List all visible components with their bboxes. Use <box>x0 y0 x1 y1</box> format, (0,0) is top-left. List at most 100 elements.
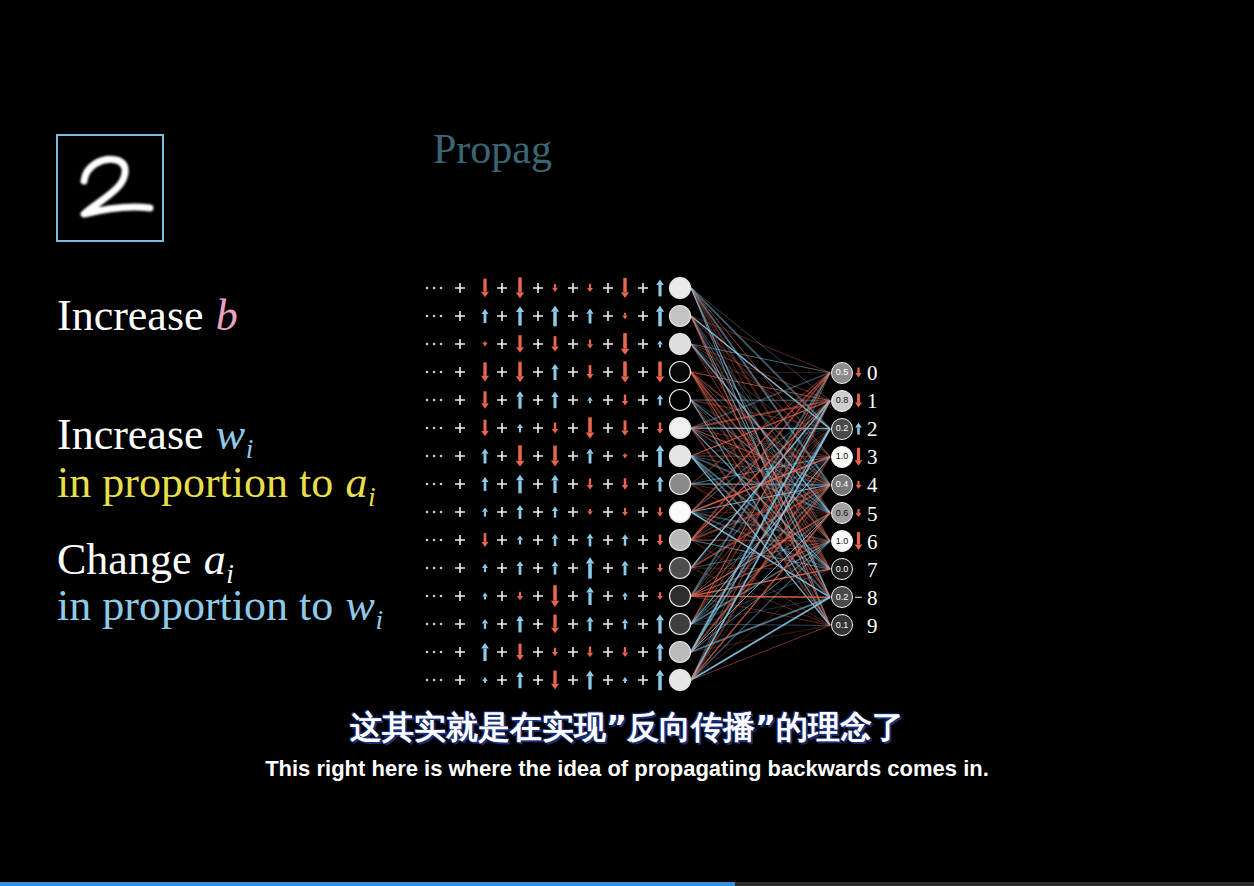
weight-line <box>691 485 830 680</box>
nudge-arrow-head <box>657 429 663 434</box>
nudge-arrow-head <box>586 557 594 563</box>
nudge-arrow-shaft <box>554 566 557 574</box>
nudge-arrow-shaft <box>518 335 521 347</box>
subtitle-chinese: 这其实就是在实现”反向传播”的理念了 <box>0 706 1254 750</box>
ellipsis-dot <box>433 539 436 542</box>
activation-value: 0.2 <box>836 424 849 433</box>
nudge-arrow-head <box>656 445 665 451</box>
weight-line <box>691 316 830 541</box>
plus-sign <box>568 367 578 377</box>
nudge-arrow-shaft <box>624 539 627 546</box>
plus-sign <box>455 423 465 433</box>
nudge-arrow-shaft <box>518 277 522 292</box>
nudge-arrow-head <box>517 424 523 428</box>
nudge-arrow-shaft <box>554 511 556 518</box>
activation-value: 1.0 <box>836 537 849 546</box>
plus-sign <box>455 535 465 545</box>
plus-sign <box>497 675 507 685</box>
plus-sign <box>603 647 613 657</box>
output-nudge-head <box>856 485 862 489</box>
digit-label: 1 <box>867 391 878 412</box>
nudge-arrow-head <box>482 542 489 547</box>
hidden-neuron <box>670 614 691 635</box>
plus-sign <box>603 339 613 349</box>
plus-sign <box>603 423 613 433</box>
nudge-arrow-head <box>657 596 663 600</box>
ellipsis-dot <box>440 679 443 682</box>
nudge-arrow-head <box>622 401 628 406</box>
heading-text: Propag <box>433 126 552 172</box>
hidden-neuron <box>670 474 691 495</box>
hidden-neuron <box>670 642 691 663</box>
ellipsis-dot <box>426 315 429 318</box>
nudge-arrow-head <box>656 306 664 312</box>
nudge-arrow-shaft <box>589 401 591 403</box>
weight-line <box>691 316 830 625</box>
plus-sign <box>533 591 543 601</box>
plus-sign <box>568 311 578 321</box>
nudge-arrow-head <box>482 677 487 681</box>
nudge-arrow-head <box>657 568 663 572</box>
nudge-arrow-head <box>551 306 559 312</box>
nudge-arrow-head <box>481 292 489 298</box>
ellipsis-dot <box>426 511 429 514</box>
plus-sign <box>497 619 507 629</box>
weight-line <box>691 372 830 541</box>
plus-sign <box>497 563 507 573</box>
nudge-arrow-shaft <box>484 454 487 464</box>
plus-sign <box>568 339 578 349</box>
plus-sign <box>533 395 543 405</box>
plus-sign <box>455 675 465 685</box>
plus-sign <box>568 395 578 405</box>
weight-line <box>691 288 830 625</box>
ellipsis-dot <box>440 511 443 514</box>
plus-sign <box>603 367 613 377</box>
nudge-arrow-shaft <box>519 510 522 519</box>
hidden-neuron <box>670 502 691 523</box>
plus-sign <box>568 619 578 629</box>
plus-sign <box>638 451 648 461</box>
nudge-arrow-head <box>481 403 489 408</box>
rule-line: Increaseb <box>57 294 238 338</box>
nudge-arrow-head <box>551 347 558 352</box>
nudge-arrow-head <box>551 684 559 690</box>
ellipsis-dot <box>433 455 436 458</box>
math-subscript: i <box>368 482 376 512</box>
plus-sign <box>638 479 648 489</box>
nudge-arrow-shaft <box>589 365 592 374</box>
nudge-dash <box>855 597 862 598</box>
nudge-arrow-head <box>656 280 664 285</box>
nudge-arrow-shaft <box>659 422 661 429</box>
nudge-arrow-head <box>552 534 559 539</box>
nudge-arrow-head <box>587 374 594 379</box>
nudge-grid <box>426 277 665 690</box>
nudge-arrow-head <box>551 392 558 397</box>
activation-value: 0.4 <box>836 480 849 489</box>
plus-sign <box>603 535 613 545</box>
weight-line <box>691 401 830 540</box>
nudge-arrow-shaft <box>519 540 521 545</box>
plus-sign <box>638 619 648 629</box>
nudge-arrow-shaft <box>624 596 626 599</box>
output-neuron: 0.50 <box>831 362 853 384</box>
weight-line <box>691 288 830 401</box>
digit-label: 0 <box>867 363 878 384</box>
ellipsis-dot <box>440 427 443 430</box>
digit-label: 4 <box>867 475 878 496</box>
plus-sign <box>603 283 613 293</box>
nudge-arrow-head <box>482 507 488 511</box>
plus-sign <box>533 423 543 433</box>
nudge-arrow-shaft <box>554 648 556 652</box>
nudge-arrow-shaft <box>623 278 626 292</box>
ellipsis-dot <box>426 567 429 570</box>
output-neuron: 0.28 <box>831 586 853 608</box>
nudge-arrow-shaft <box>483 362 486 375</box>
nudge-arrow-shaft <box>484 533 487 542</box>
ellipsis-dot <box>426 483 429 486</box>
ellipsis-dot <box>433 427 436 430</box>
nudge-arrow-head <box>516 376 524 382</box>
plus-sign <box>533 283 543 293</box>
plus-sign <box>455 395 465 405</box>
ellipsis-dot <box>440 455 443 458</box>
nudge-arrow-head <box>586 617 593 622</box>
